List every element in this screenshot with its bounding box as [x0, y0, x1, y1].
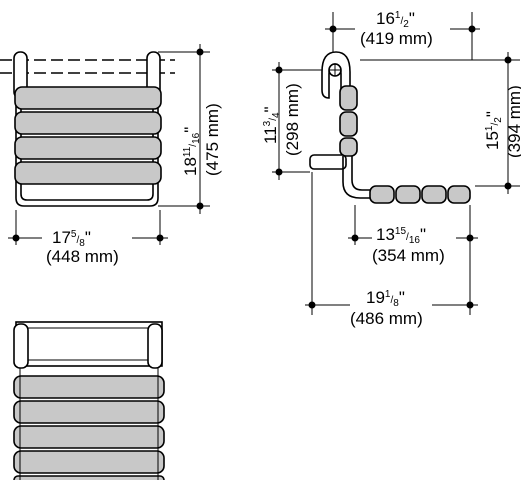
back-slats: [339, 85, 358, 157]
top-view: [13, 321, 165, 480]
width-label: 175/8": [52, 228, 91, 249]
support-arm: [309, 154, 372, 199]
right-height-metric: (394 mm): [505, 85, 521, 158]
height-whole: 18: [181, 157, 200, 176]
top-view-right-bracket: [147, 323, 163, 369]
svg-text:1811/16": 1811/16": [181, 127, 202, 176]
seat-depth-dimension: [348, 205, 478, 245]
height-metric: (475 mm): [203, 103, 222, 176]
seat-slats-side: [369, 185, 471, 204]
left-height-metric: (298 mm): [283, 83, 302, 156]
seat-frame: [15, 96, 159, 207]
height-num: 11: [182, 146, 193, 157]
svg-text:113/4": 113/4": [261, 106, 282, 144]
side-view: 161/2" (419 mm): [261, 9, 521, 328]
top-view-left-bracket: [13, 323, 29, 369]
left-height-dimension: [272, 62, 322, 180]
width-metric: (448 mm): [46, 247, 119, 266]
right-height-dimension: [360, 52, 520, 194]
wall-rail: [0, 59, 175, 74]
height-den: 16: [191, 132, 202, 144]
height-unit: ": [181, 127, 200, 133]
overall-depth-label: 191/8": [366, 288, 405, 309]
seat-slats: [14, 86, 162, 185]
top-width-label: 161/2": [376, 9, 415, 30]
svg-text:151/2": 151/2": [483, 111, 504, 150]
top-width-dimension: [325, 12, 480, 60]
seat-depth-label: 1315/16": [376, 225, 426, 246]
overall-depth-dimension: [305, 172, 478, 315]
top-width-metric: (419 mm): [360, 29, 433, 48]
width-dimension: [8, 210, 168, 245]
top-view-slats: [13, 375, 165, 480]
seat-depth-metric: (354 mm): [372, 246, 445, 265]
height-dimension: [158, 44, 210, 214]
front-view: 1811/16" (475 mm) 175/8" (448 mm): [0, 44, 222, 266]
overall-depth-metric: (486 mm): [350, 309, 423, 328]
